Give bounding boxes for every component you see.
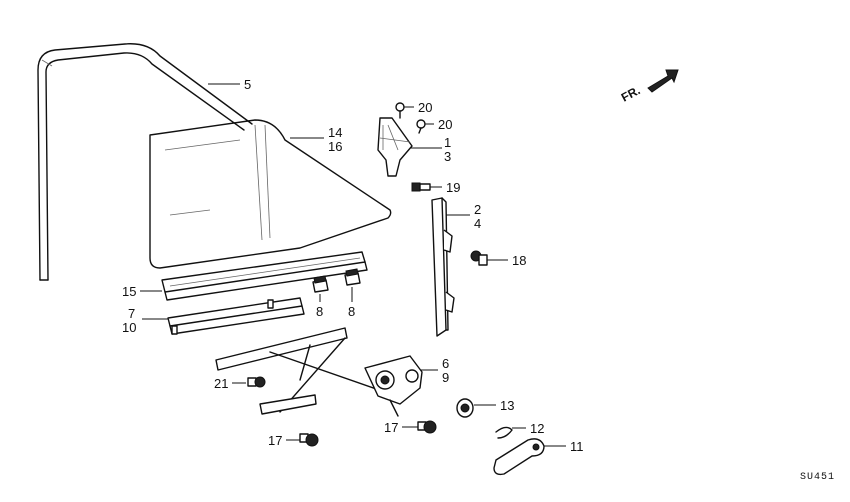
bolt-17a bbox=[299, 433, 319, 447]
callout-15: 15 bbox=[122, 284, 136, 299]
callout-5: 5 bbox=[244, 77, 251, 92]
leader-lines bbox=[140, 83, 566, 447]
bolt-17b bbox=[417, 420, 437, 434]
callout-17b: 17 bbox=[384, 420, 398, 435]
callout-7-10: 7 10 bbox=[122, 306, 139, 335]
callout-12: 12 bbox=[530, 421, 544, 436]
glass-holder-channel bbox=[161, 251, 368, 301]
callout-1-3: 1 3 bbox=[444, 135, 455, 164]
callout-19: 19 bbox=[446, 180, 460, 195]
callout-13: 13 bbox=[500, 398, 514, 413]
guide-clip-b bbox=[344, 268, 361, 286]
diagram-code: SU451 bbox=[800, 472, 835, 483]
callout-18: 18 bbox=[512, 253, 526, 268]
front-direction-label: FR. bbox=[619, 83, 643, 104]
callout-14-16: 14 16 bbox=[328, 125, 346, 154]
bolt-21 bbox=[247, 376, 266, 388]
door-glass bbox=[149, 119, 392, 269]
run-channel bbox=[37, 43, 253, 281]
callout-2-4: 2 4 bbox=[474, 202, 485, 231]
spring-clip-12 bbox=[495, 426, 513, 439]
callout-20b: 20 bbox=[438, 117, 452, 132]
grommet-13 bbox=[456, 398, 474, 418]
front-bracket bbox=[377, 117, 413, 177]
front-direction-arrow bbox=[647, 69, 679, 93]
callout-20a: 20 bbox=[418, 100, 432, 115]
rear-guide-channel bbox=[431, 197, 455, 337]
callout-17a: 17 bbox=[268, 433, 282, 448]
callout-6-9: 6 9 bbox=[442, 356, 453, 385]
sash-channel bbox=[167, 297, 305, 335]
bolt-19 bbox=[411, 182, 431, 192]
callout-21: 21 bbox=[214, 376, 228, 391]
window-regulator bbox=[215, 327, 423, 417]
screw-20a bbox=[395, 102, 405, 119]
regulator-handle-11 bbox=[493, 438, 545, 476]
callout-11: 11 bbox=[570, 439, 584, 454]
bolt-18 bbox=[470, 250, 488, 266]
screw-20b bbox=[416, 119, 426, 134]
guide-clip-a bbox=[312, 275, 329, 293]
callout-8b: 8 bbox=[348, 304, 355, 319]
callout-8a: 8 bbox=[316, 304, 323, 319]
